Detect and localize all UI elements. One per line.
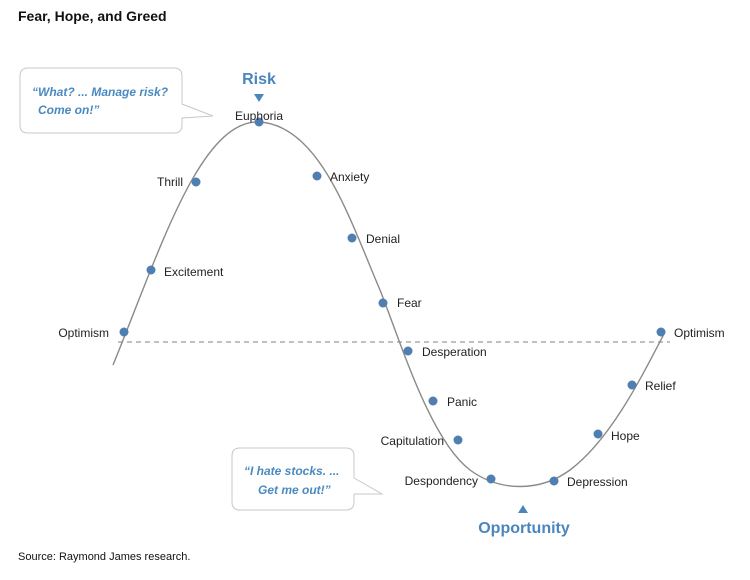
source-note: Source: Raymond James research. <box>18 551 191 563</box>
stage-label-thrill: Thrill <box>157 175 183 189</box>
callout-bubble-top <box>19 67 214 134</box>
stage-label-euphoria: Euphoria <box>235 109 283 123</box>
callout-bottom-line-1: “I hate stocks. ... <box>244 464 339 478</box>
stage-dot-optimism-start <box>119 327 129 337</box>
stage-label-despondency: Despondency <box>405 474 478 488</box>
stage-label-fear: Fear <box>397 296 422 310</box>
stage-label-optimism-start: Optimism <box>58 326 109 340</box>
stage-dot-hope <box>593 429 603 439</box>
stage-label-excitement: Excitement <box>164 265 224 279</box>
stage-dot-thrill <box>191 177 201 187</box>
stage-dot-fear <box>378 298 388 308</box>
stage-dot-despondency <box>486 474 496 484</box>
stage-dot-euphoria <box>254 117 264 127</box>
opportunity-label: Opportunity <box>478 520 570 537</box>
stage-dot-anxiety <box>312 171 322 181</box>
stage-label-depression: Depression <box>567 475 628 489</box>
stage-dot-desperation <box>403 346 413 356</box>
stage-dot-excitement <box>146 265 156 275</box>
risk-label: Risk <box>242 71 276 88</box>
stage-label-denial: Denial <box>366 232 400 246</box>
opportunity-arrow-up-icon <box>518 505 528 513</box>
stage-dot-optimism-end <box>656 327 666 337</box>
stage-dot-relief <box>627 380 637 390</box>
stage-label-relief: Relief <box>645 379 676 393</box>
stage-dot-denial <box>347 233 357 243</box>
stage-dot-panic <box>428 396 438 406</box>
diagram-title: Fear, Hope, and Greed <box>18 8 167 24</box>
stage-label-hope: Hope <box>611 429 640 443</box>
stage-dot-depression <box>549 476 559 486</box>
risk-arrow-down-icon <box>254 94 264 102</box>
callout-bubble-bottom <box>231 447 384 511</box>
stage-label-anxiety: Anxiety <box>330 170 369 184</box>
stage-dot-capitulation <box>453 435 463 445</box>
stage-label-optimism-end: Optimism <box>674 326 725 340</box>
stage-label-capitulation: Capitulation <box>381 434 444 448</box>
sentiment-curve <box>112 121 666 488</box>
callout-bottom-line-2: Get me out!” <box>258 483 331 497</box>
stage-label-desperation: Desperation <box>422 345 487 359</box>
stage-dots <box>119 117 666 486</box>
callout-top-line-2: Come on!” <box>38 103 99 117</box>
callout-top-line-1: “What? ... Manage risk? <box>32 85 169 99</box>
stage-label-panic: Panic <box>447 395 477 409</box>
